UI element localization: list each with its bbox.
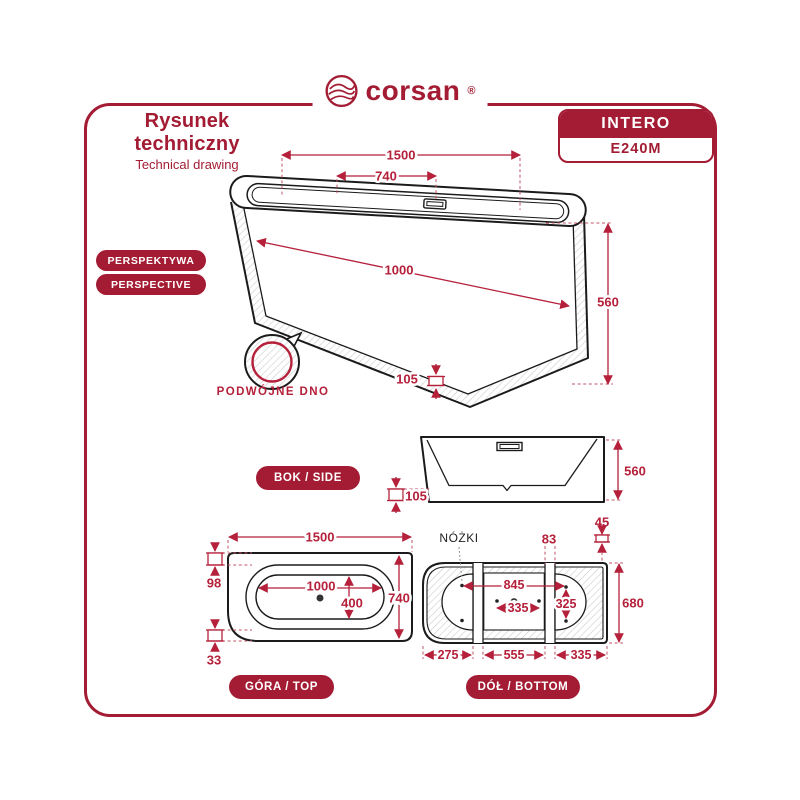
- top-view: 1500 740 1000 400: [204, 527, 413, 670]
- dim-bottom-feet-inner: 335: [496, 599, 540, 618]
- dim-top-offset-top: 98: [204, 542, 252, 593]
- svg-text:335: 335: [571, 648, 592, 662]
- overflow-drain-icon: [496, 441, 523, 452]
- svg-text:83: 83: [542, 532, 556, 547]
- feet-dots: [460, 583, 568, 623]
- side-view: 560 105: [387, 436, 648, 513]
- dim-bottom-feet-span-x: 845: [463, 576, 565, 595]
- label-bottom-view: DÓŁ / BOTTOM: [466, 675, 580, 699]
- dim-top-offset-bottom: 33: [204, 619, 252, 670]
- label-perspektywa: PERSPEKTYWA: [96, 250, 206, 271]
- brand-name: corsan: [365, 75, 461, 106]
- svg-text:740: 740: [375, 169, 397, 184]
- dim-top-inner-width: 400: [339, 576, 365, 619]
- feet-label: NÓŻKI: [437, 528, 480, 583]
- page-title: Rysunek techniczny: [134, 110, 240, 155]
- page-subtitle: Technical drawing: [135, 157, 239, 172]
- product-model: E240M: [610, 141, 662, 157]
- registered-mark: ®: [467, 84, 476, 97]
- dim-top-width: 740: [386, 555, 412, 639]
- svg-text:105: 105: [396, 372, 418, 387]
- foot-symbol: [387, 488, 405, 502]
- dim-top-length: 1500: [227, 527, 413, 552]
- label-perspective: PERSPECTIVE: [96, 274, 206, 295]
- foot-symbol: [427, 375, 445, 387]
- drain-hole: [316, 594, 324, 602]
- svg-text:740: 740: [388, 591, 410, 606]
- dim-bottom-width: 680: [609, 562, 646, 644]
- foot-symbol: [206, 629, 224, 642]
- double-bottom-label: PODWÓJNE DNO: [217, 385, 330, 398]
- svg-text:400: 400: [341, 596, 363, 611]
- dim-bottom-segments: 275 555 335: [422, 646, 608, 665]
- rib-strip-left: [473, 563, 483, 643]
- wave-circle-icon: [325, 74, 358, 108]
- svg-text:98: 98: [207, 576, 221, 591]
- svg-text:NÓŻKI: NÓŻKI: [439, 530, 478, 545]
- dim-bottom-rib: 83: [539, 529, 559, 564]
- tub-rim: [229, 174, 587, 228]
- svg-text:1000: 1000: [385, 263, 414, 278]
- double-bottom-callout: PODWÓJNE DNO: [217, 331, 330, 398]
- dim-perspective-inner-length: 1000: [256, 238, 570, 309]
- dim-bottom-foot: 45: [592, 512, 612, 562]
- label-side-view: BOK / SIDE: [256, 466, 360, 490]
- svg-text:105: 105: [405, 489, 427, 504]
- product-badge: INTERO E240M: [558, 109, 714, 163]
- svg-text:275: 275: [438, 648, 459, 662]
- svg-text:1500: 1500: [306, 530, 335, 545]
- bottom-view: NÓŻKI 845 335 325 83: [422, 512, 646, 665]
- svg-text:45: 45: [595, 515, 609, 530]
- svg-text:335: 335: [508, 601, 529, 615]
- dim-top-inner-length: 1000: [258, 576, 382, 596]
- dim-perspective-height: 560: [546, 222, 621, 385]
- double-bottom-detail-circle: [251, 341, 293, 383]
- product-series: INTERO: [560, 111, 712, 138]
- svg-text:555: 555: [504, 648, 525, 662]
- svg-text:1500: 1500: [387, 148, 416, 163]
- foot-symbol: [594, 534, 610, 543]
- svg-text:845: 845: [504, 578, 525, 592]
- rib-strip-right: [545, 563, 555, 643]
- svg-text:560: 560: [624, 464, 646, 479]
- dim-bottom-feet-span-y: 325: [553, 589, 579, 619]
- svg-text:33: 33: [207, 653, 221, 668]
- dim-perspective-length: 1500: [281, 145, 521, 210]
- svg-text:680: 680: [622, 596, 644, 611]
- dim-side-height: 560: [606, 439, 648, 501]
- label-top-view: GÓRA / TOP: [229, 675, 334, 699]
- overflow-drain-icon: [423, 198, 447, 210]
- brand-logo: corsan ®: [312, 74, 488, 108]
- foot-symbol: [206, 552, 224, 566]
- dim-perspective-base: 105: [394, 364, 445, 399]
- svg-text:325: 325: [556, 597, 577, 611]
- svg-text:560: 560: [597, 295, 619, 310]
- dim-perspective-rim-width: 740: [336, 166, 437, 201]
- dim-side-base: 105: [387, 477, 430, 513]
- title-block: Rysunek techniczny Technical drawing: [92, 110, 282, 172]
- perspective-view: 1500 740 1000 560: [217, 145, 621, 408]
- svg-text:1000: 1000: [307, 579, 336, 594]
